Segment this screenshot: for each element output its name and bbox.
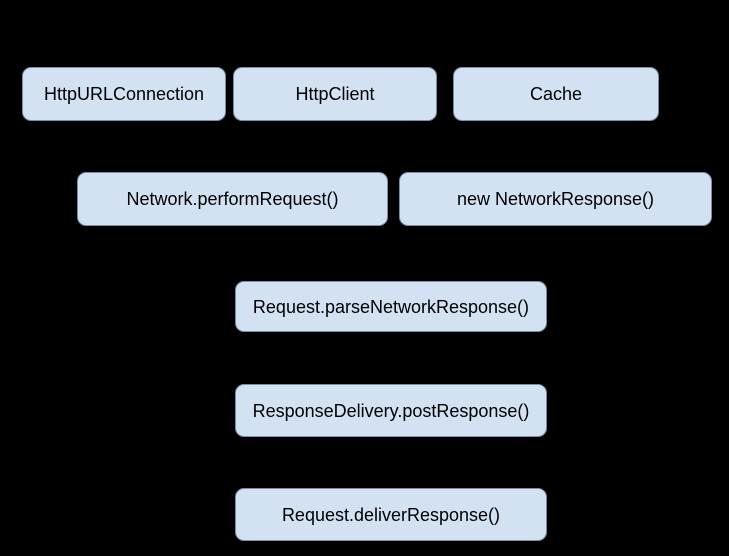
node-network-perform-request: Network.performRequest() [77, 172, 388, 226]
node-request-parse-network-response: Request.parseNetworkResponse() [235, 281, 547, 332]
node-cache: Cache [453, 67, 659, 121]
node-http-url-connection: HttpURLConnection [22, 67, 226, 121]
node-request-deliver-response: Request.deliverResponse() [235, 488, 547, 541]
node-new-network-response: new NetworkResponse() [399, 172, 712, 226]
node-http-client: HttpClient [233, 67, 437, 121]
node-response-delivery-post-response: ResponseDelivery.postResponse() [235, 384, 547, 437]
